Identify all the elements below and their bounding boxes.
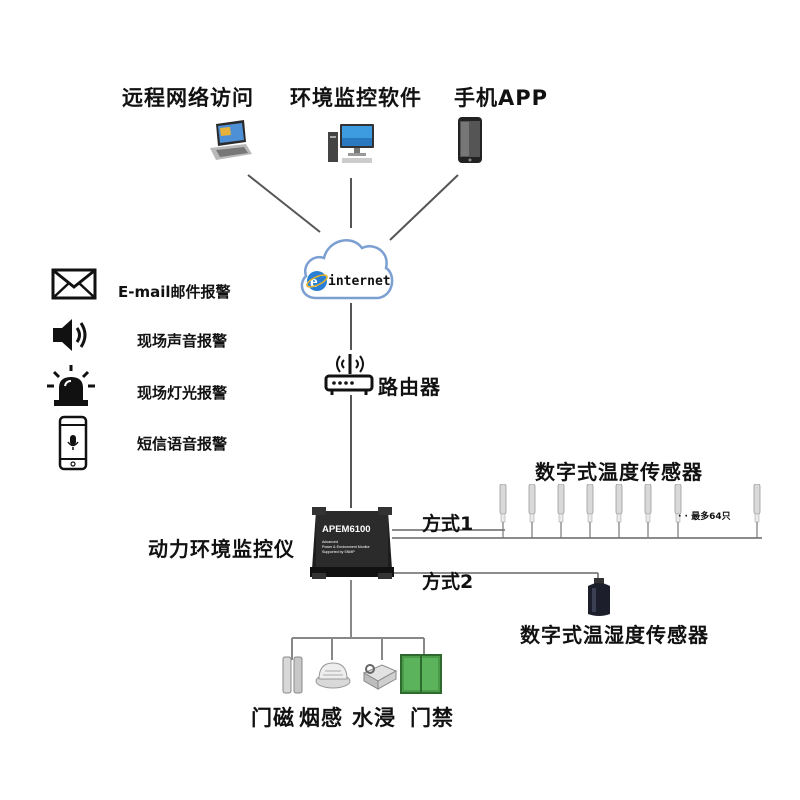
light-alarm-label: 现场灯光报警 [137,384,228,402]
device-line3-text: Supported by SNMP [322,550,355,554]
access-label: 门禁 [410,706,454,730]
phone-sms-icon [58,415,88,471]
browser-e-icon: e [306,271,328,291]
internet-label: internet [328,274,391,289]
email-alarm-label: E-mail邮件报警 [118,283,231,301]
controller-label: 动力环境监控仪 [148,537,295,561]
svg-text:e: e [310,272,318,291]
water-label: 水浸 [352,706,396,730]
remote-access-label: 远程网络访问 [122,86,254,110]
sms-voice-alarm-label: 短信语音报警 [137,435,228,453]
smoke-detector-icon [315,662,351,689]
max-64-note: · · 最多64只 [678,512,731,522]
mobile-app-label: 手机APP [454,86,549,110]
device-line1-text: Advanced [322,540,338,544]
door-magnet-icon [282,656,303,694]
monitoring-software-label: 环境监控软件 [290,86,422,110]
humidity-sensor-title: 数字式温湿度传感器 [520,623,709,647]
router-label: 路由器 [378,375,441,399]
sound-alarm-label: 现场声音报警 [137,332,228,350]
smoke-label: 烟感 [299,706,343,730]
access-control-door-icon [400,654,442,694]
temperature-probe-icon [528,484,536,538]
temperature-probe-icon [753,484,761,538]
apem6100-device: APEM6100 Advanced Power & Environment Mo… [310,507,394,579]
temperature-probe-icon [499,484,507,538]
device-line2-text: Power & Environment Monitor [322,545,371,549]
internet-cloud-icon [300,239,394,300]
door-magnet-label: 门磁 [251,706,295,730]
mobile-phone-icon [458,117,482,163]
temperature-probe-icon [586,484,594,538]
temperature-probe-icon [557,484,565,538]
temp-sensor-title: 数字式温度传感器 [535,460,703,484]
mode1-label: 方式1 [422,513,474,535]
humidity-sensor-icon [588,578,610,616]
temperature-probe-icon [615,484,623,538]
water-leak-sensor-icon [362,664,398,690]
mail-icon [51,268,97,300]
temperature-probe-icon [644,484,652,538]
router-icon [324,354,374,395]
alarm-light-icon [47,365,95,406]
temperature-probe-icon [674,484,682,538]
laptop-icon [210,120,252,160]
desktop-computer-icon [328,124,374,163]
mode2-label: 方式2 [422,571,474,593]
device-model-text: APEM6100 [322,524,371,535]
speaker-icon [53,319,87,351]
